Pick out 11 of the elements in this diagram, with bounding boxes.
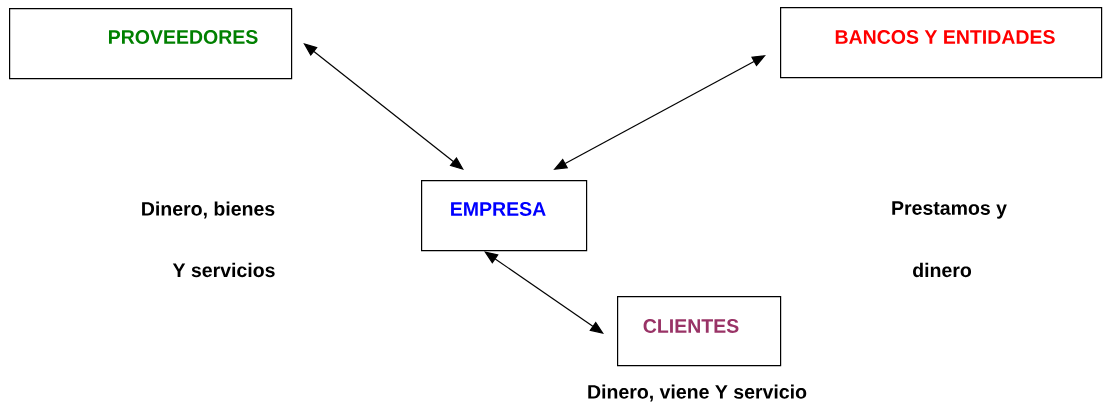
process-box: CLIENTES	[617, 296, 782, 367]
process-box: BANCOS Y ENTIDADES	[780, 7, 1103, 79]
flow-label: Dinero, viene Y servicio	[588, 384, 807, 402]
arrow	[484, 251, 604, 334]
flow-label: Y servicios	[172, 262, 275, 278]
process-box: PROVEEDORES	[9, 8, 293, 80]
arrow	[303, 43, 464, 170]
flow-label: Dinero, bienes	[142, 201, 275, 219]
flow-label: Prestamos y	[892, 201, 1007, 219]
flow-label: dinero	[913, 262, 972, 278]
process-box: EMPRESA	[421, 180, 588, 252]
